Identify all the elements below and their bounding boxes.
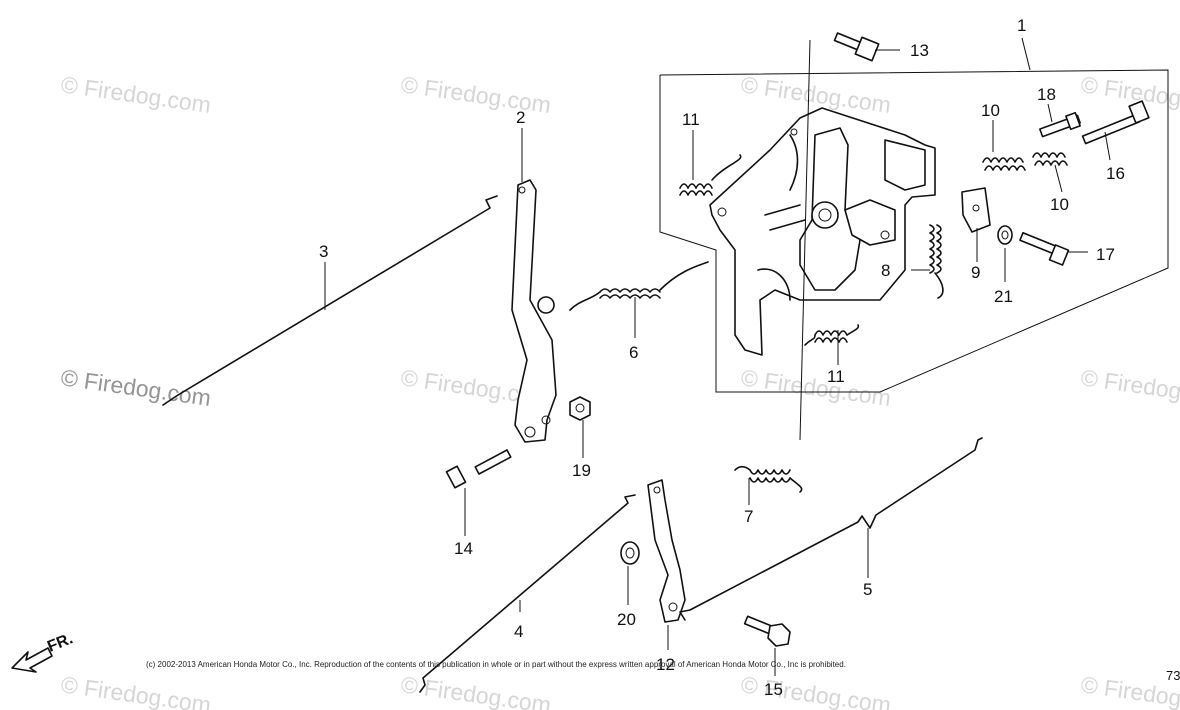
screw-18 — [1039, 111, 1081, 138]
copyright-notice: (c) 2002-2013 American Honda Motor Co., … — [146, 660, 846, 669]
throttle-arm — [647, 479, 686, 623]
callout-16: 16 — [1106, 164, 1125, 183]
washer-20 — [620, 541, 640, 565]
adjusting-spring-b — [1032, 152, 1068, 166]
watermark-text: © Firedog.com — [739, 364, 892, 411]
callout-13: 13 — [910, 41, 929, 60]
watermark-text: © Firedog.com — [59, 71, 212, 118]
choke-rod — [679, 437, 983, 621]
callout-18: 18 — [1037, 85, 1056, 104]
callout-14: 14 — [454, 539, 473, 558]
callout-15: 15 — [764, 680, 783, 699]
choke-spring — [929, 224, 944, 299]
return-spring-upper — [679, 154, 742, 196]
callout-12: 12 — [656, 655, 675, 674]
callout-19: 19 — [572, 461, 591, 480]
watermark-text: © Firedog.com — [59, 671, 212, 710]
callout-8: 8 — [881, 261, 890, 280]
watermark-text: © Firedog.com — [739, 671, 892, 710]
control-base-assembly-outline — [659, 69, 1169, 393]
watermark-text: © Firedog.com — [399, 671, 552, 710]
washer-21 — [997, 225, 1013, 245]
footer: (c) 2002-2013 American Honda Motor Co., … — [146, 660, 1180, 683]
governor-spring — [569, 261, 709, 311]
callout-4: 4 — [514, 622, 523, 641]
callout-11a: 11 — [682, 110, 700, 129]
callout-7: 7 — [744, 507, 753, 526]
callout-10b: 10 — [1050, 195, 1069, 214]
callout-6: 6 — [629, 343, 638, 362]
watermark-text: © Firedog.com — [1079, 364, 1180, 411]
callout-17: 17 — [1096, 245, 1115, 264]
bolt-16 — [1081, 100, 1150, 145]
throttle-spring — [734, 465, 803, 493]
callout-21: 21 — [994, 287, 1013, 306]
front-direction-indicator: FR. — [11, 630, 75, 673]
callout-9: 9 — [971, 263, 980, 282]
watermark-text: © Firedog.com — [399, 71, 552, 118]
callout-10a: 10 — [981, 101, 1000, 120]
callout-1: 1 — [1017, 16, 1026, 35]
callout-5: 5 — [863, 580, 872, 599]
callout-3: 3 — [319, 242, 328, 261]
control-base-plate — [709, 107, 936, 356]
bolt-14 — [445, 449, 512, 489]
cable-clip — [961, 187, 991, 233]
callout-2: 2 — [516, 108, 525, 127]
callout-11b: 11 — [827, 367, 845, 386]
governor-rod — [162, 195, 498, 406]
front-label: FR. — [45, 630, 75, 655]
bolt-15 — [743, 615, 791, 647]
callout-labels: 1 2 3 4 5 6 7 8 9 10 10 11 11 12 13 14 1… — [319, 16, 1125, 699]
governor-arm — [511, 179, 557, 443]
bolt-17 — [1019, 231, 1070, 266]
adjusting-spring-a — [982, 157, 1026, 171]
nut-19 — [569, 396, 591, 421]
page-number: 73 — [1166, 668, 1180, 683]
watermark-text: © Firedog.com — [1079, 71, 1180, 118]
front-arrow-icon — [11, 647, 53, 673]
return-spring-lower — [804, 324, 860, 346]
watermark-text: © Firedog.com — [1079, 671, 1180, 710]
callout-20: 20 — [617, 610, 636, 629]
bolt-13 — [833, 32, 880, 62]
throttle-rod — [419, 494, 636, 693]
leader-lines — [324, 37, 1111, 676]
